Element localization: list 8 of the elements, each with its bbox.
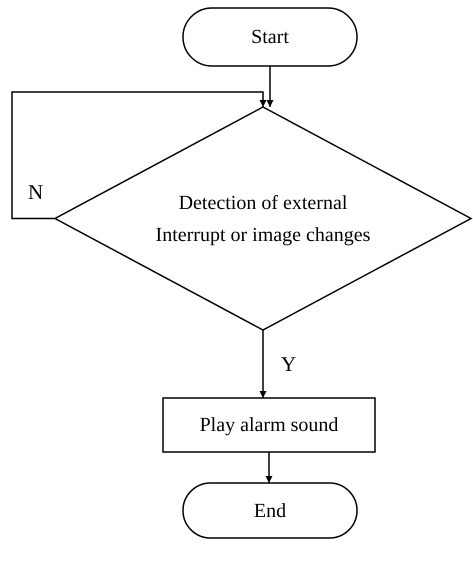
- arrow: [266, 66, 274, 107]
- decision-text: Detection of external Interrupt or image changes: [154, 190, 372, 248]
- arrow: [260, 330, 266, 398]
- terminal-label: End: [254, 498, 286, 524]
- arrow: [266, 452, 272, 483]
- terminal-label: Start: [251, 25, 289, 50]
- arrow: [11, 91, 266, 220]
- process-label: Play alarm sound: [200, 413, 338, 438]
